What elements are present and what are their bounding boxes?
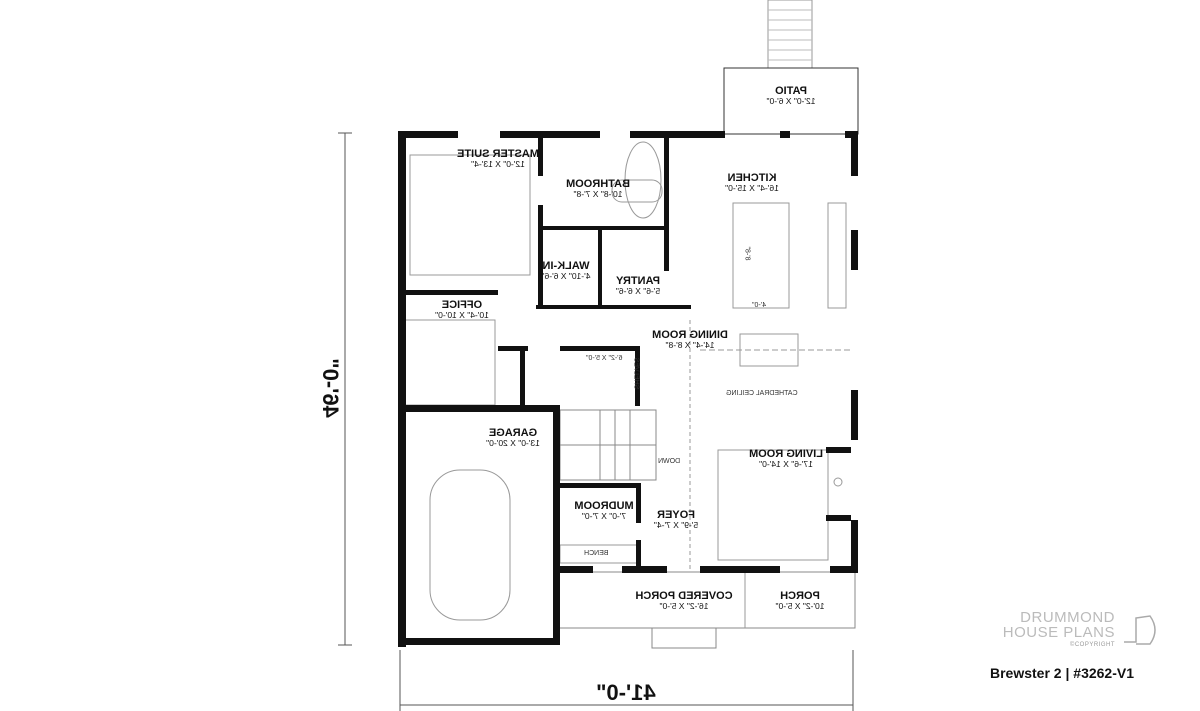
- room-size: 10'-8" X 7'-8": [573, 189, 623, 200]
- width-dimension: 41'-0": [596, 680, 656, 705]
- room-size: 5'-9" X 7'-4": [653, 520, 699, 531]
- stairs-down-label: DOWN: [658, 458, 681, 465]
- island-width: 4'-0": [752, 302, 766, 309]
- room-size: 10'-2" X 5'-0": [775, 601, 825, 612]
- room-size: 16'-2" X 5'-0": [659, 601, 709, 612]
- room-size: 5'-6" X 6'-6": [615, 286, 661, 297]
- room-size: 16'-4" X 15'-0": [725, 183, 779, 194]
- brand-copyright: ©COPYRIGHT: [1069, 642, 1115, 648]
- drummond-logo-icon: [1124, 615, 1156, 645]
- room-size: 13'-0" X 20'-0": [486, 438, 540, 449]
- depth-dimension: 46'-0": [317, 358, 343, 418]
- powder-room-size: 6'-2" X 5'-0": [586, 355, 623, 362]
- room-size: 4'-10" X 6'-6": [541, 271, 591, 282]
- room-size: 10'-4" X 10'-0": [435, 310, 489, 321]
- room-size: 14'-4" X 8'-8": [665, 340, 715, 351]
- bench-label: BENCH: [584, 550, 609, 557]
- room-size: 12'-0" X 6'-0": [766, 96, 816, 107]
- island-length: 8'-8": [743, 246, 751, 261]
- room-size: 17'-6" X 14'-0": [759, 459, 813, 470]
- plan-title: Brewster 2 | #3262-V1: [990, 665, 1135, 681]
- room-size: 7'-0" X 7'-0": [581, 511, 627, 522]
- brand-line1: DRUMMOND: [1020, 609, 1115, 626]
- shelves-label: SHELVES: [632, 357, 640, 390]
- room-size: 12'-0" X 13'-4": [471, 159, 525, 170]
- brand-line2: HOUSE PLANS: [1002, 624, 1115, 641]
- drummond-logo: DRUMMOND HOUSE PLANS ©COPYRIGHT: [985, 610, 1115, 648]
- cathedral-ceiling-label: CATHEDRAL CEILING: [726, 390, 798, 397]
